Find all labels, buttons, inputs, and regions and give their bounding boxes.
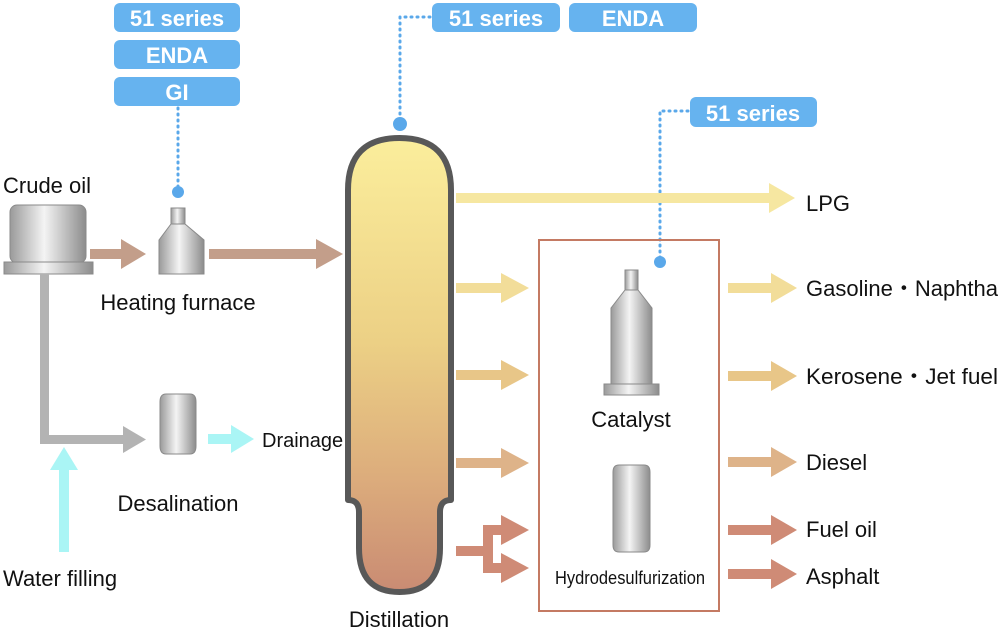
arrow-column-to-box-1 bbox=[456, 273, 529, 303]
hydrodesulfurization-vessel bbox=[612, 464, 651, 553]
gray-pipe bbox=[40, 274, 146, 453]
arrow-out-kerosene bbox=[728, 361, 797, 391]
catalyst-tag-group: 51 series bbox=[654, 97, 817, 268]
catalyst-tag-1-text: 51 series bbox=[706, 101, 800, 126]
furnace-tag-3-text: GI bbox=[165, 80, 188, 105]
heating-furnace bbox=[158, 207, 205, 275]
distillation-tag-group: 51 series ENDA bbox=[393, 3, 697, 131]
distillation-label: Distillation bbox=[349, 607, 449, 632]
arrow-tank-to-furnace bbox=[90, 239, 146, 269]
hydrodesulfurization-label: Hydrodesulfurization bbox=[555, 568, 705, 588]
drainage-label: Drainage bbox=[262, 430, 343, 452]
catalyst-vessel bbox=[603, 269, 660, 396]
crude-oil-label: Crude oil bbox=[3, 173, 91, 198]
product-asphalt: Asphalt bbox=[806, 564, 879, 589]
furnace-tag-group: 51 series ENDA GI bbox=[114, 3, 240, 198]
distillation-tag-leader bbox=[398, 15, 432, 122]
furnace-tag-3 bbox=[114, 77, 240, 106]
furnace-tag-dot bbox=[172, 186, 184, 198]
arrow-out-asphalt bbox=[728, 559, 797, 589]
water-filling-label: Water filling bbox=[3, 566, 117, 591]
furnace-tag-1-text: 51 series bbox=[130, 6, 224, 31]
drainage-arrow bbox=[208, 425, 254, 453]
furnace-tag-2 bbox=[114, 40, 240, 69]
catalyst-tag-dot bbox=[654, 256, 666, 268]
desalination-label: Desalination bbox=[117, 491, 238, 516]
furnace-tag-1 bbox=[114, 3, 240, 32]
product-diesel: Diesel bbox=[806, 450, 867, 475]
distillation-tag-2-text: ENDA bbox=[602, 6, 664, 31]
crude-oil-tank bbox=[3, 204, 94, 275]
distillation-tag-dot bbox=[393, 117, 407, 131]
product-fuel-oil: Fuel oil bbox=[806, 517, 877, 542]
arrow-column-to-box-3 bbox=[456, 448, 529, 478]
catalyst-label: Catalyst bbox=[591, 407, 670, 432]
distillation-tag-2 bbox=[569, 3, 697, 32]
water-filling-arrow bbox=[50, 447, 78, 552]
product-kerosene-jet-fuel: Kerosene・Jet fuel bbox=[806, 364, 998, 389]
distillation-column bbox=[345, 135, 454, 595]
hydro-process-box bbox=[538, 239, 720, 612]
furnace-tag-2-text: ENDA bbox=[146, 43, 208, 68]
product-lpg: LPG bbox=[806, 191, 850, 216]
arrow-furnace-to-distillation bbox=[209, 239, 343, 269]
arrow-out-fuel-oil bbox=[728, 515, 797, 545]
distillation-tag-1 bbox=[432, 3, 560, 32]
arrow-column-to-box-split bbox=[456, 515, 529, 583]
arrow-out-diesel bbox=[728, 447, 797, 477]
arrow-lpg bbox=[456, 183, 795, 213]
catalyst-tag-1 bbox=[690, 97, 817, 127]
desalination-vessel bbox=[159, 393, 197, 455]
distillation-tag-1-text: 51 series bbox=[449, 6, 543, 31]
arrow-out-gasoline bbox=[728, 273, 797, 303]
heating-furnace-label: Heating furnace bbox=[100, 290, 255, 315]
product-gasoline-naphtha: Gasoline・Naphtha bbox=[806, 276, 999, 301]
arrow-column-to-box-2 bbox=[456, 360, 529, 390]
catalyst-tag-leader bbox=[658, 109, 690, 260]
